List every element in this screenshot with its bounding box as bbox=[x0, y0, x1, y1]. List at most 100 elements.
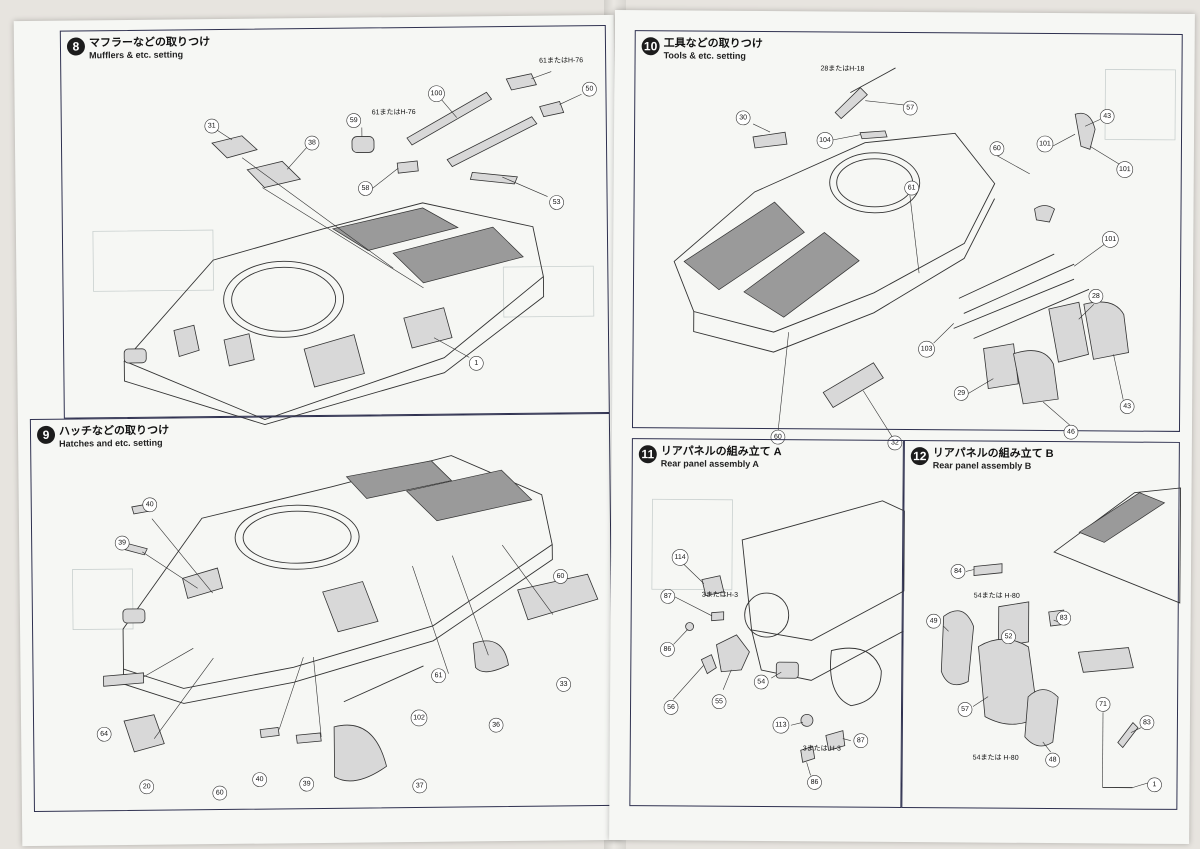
svg-text:49: 49 bbox=[930, 618, 938, 625]
svg-text:36: 36 bbox=[492, 722, 500, 729]
part-callout: 46 bbox=[1063, 424, 1079, 440]
svg-text:100: 100 bbox=[431, 90, 443, 97]
part-callout: 31 bbox=[204, 118, 220, 134]
part-callout: 60 bbox=[770, 429, 786, 445]
svg-text:60: 60 bbox=[993, 145, 1001, 152]
step-11-note-b: 3または H-3 bbox=[803, 744, 841, 752]
svg-text:60: 60 bbox=[774, 434, 782, 441]
svg-text:86: 86 bbox=[811, 779, 819, 786]
step-8-note-a: 61またはH-76 bbox=[372, 108, 416, 116]
part-callout: 100 bbox=[428, 85, 445, 103]
part-callout: 30 bbox=[735, 110, 751, 126]
part-callout: 56 bbox=[663, 700, 679, 715]
part-callout: 50 bbox=[582, 81, 597, 97]
part-callout: 53 bbox=[549, 195, 564, 210]
svg-text:64: 64 bbox=[100, 731, 108, 738]
step-12-note-b: 54または H-80 bbox=[973, 754, 1019, 762]
step-12-diagram: 54または H-80 54または H-80 84 49 52 83 57 48 … bbox=[926, 487, 1182, 793]
svg-text:58: 58 bbox=[362, 185, 370, 192]
svg-text:52: 52 bbox=[1005, 633, 1013, 640]
step-8-note-b: 61またはH-76 bbox=[539, 56, 583, 64]
step-10-note: 28またはH-18 bbox=[820, 64, 864, 72]
svg-text:48: 48 bbox=[1049, 757, 1057, 764]
step-12-note-a: 54または H-80 bbox=[974, 592, 1020, 600]
part-callout: 55 bbox=[711, 694, 727, 710]
part-callout: 102 bbox=[410, 709, 428, 727]
part-callout: 60 bbox=[989, 141, 1005, 156]
part-callout: 101 bbox=[1102, 231, 1119, 248]
part-callout: 28 bbox=[1088, 289, 1104, 304]
part-callout: 59 bbox=[346, 113, 362, 128]
svg-text:60: 60 bbox=[216, 790, 224, 797]
svg-text:83: 83 bbox=[1143, 719, 1151, 726]
svg-text:61: 61 bbox=[435, 672, 443, 679]
part-callout: 101 bbox=[1036, 135, 1054, 153]
part-callout: 87 bbox=[853, 733, 869, 749]
svg-text:87: 87 bbox=[857, 737, 865, 744]
part-callout: 86 bbox=[660, 642, 675, 657]
svg-text:71: 71 bbox=[1099, 701, 1107, 708]
part-callout: 49 bbox=[926, 613, 941, 629]
part-callout: 113 bbox=[772, 716, 790, 734]
step-8-panel: 8 マフラーなどの取りつけ Mufflers & etc. setting bbox=[59, 24, 610, 426]
step-9-diagram: 40 39 64 20 60 40 39 61 102 36 37 33 60 bbox=[72, 455, 599, 801]
svg-text:40: 40 bbox=[146, 501, 154, 508]
svg-text:59: 59 bbox=[350, 117, 358, 124]
step-10-panel: 10 工具などの取りつけ Tools & etc. setting bbox=[631, 30, 1183, 451]
part-callout: 39 bbox=[299, 776, 315, 792]
svg-text:104: 104 bbox=[819, 137, 831, 144]
part-callout: 32 bbox=[887, 435, 903, 451]
part-callout: 48 bbox=[1045, 752, 1060, 768]
svg-text:84: 84 bbox=[954, 568, 962, 575]
part-callout: 43 bbox=[1119, 399, 1135, 414]
right-instruction-page: 10 工具などの取りつけ Tools & etc. setting bbox=[609, 9, 1195, 845]
svg-text:83: 83 bbox=[1060, 615, 1068, 622]
step-12-panel: 12 リアパネルの組み立て B Rear panel assembly B bbox=[901, 440, 1182, 810]
part-callout: 20 bbox=[139, 779, 155, 795]
step-9-panel: 9 ハッチなどの取りつけ Hatches and etc. setting bbox=[29, 412, 614, 812]
part-callout: 52 bbox=[1001, 629, 1016, 645]
svg-text:50: 50 bbox=[586, 86, 594, 93]
svg-text:113: 113 bbox=[775, 722, 786, 729]
svg-text:46: 46 bbox=[1067, 429, 1075, 436]
part-callout: 86 bbox=[807, 775, 822, 790]
part-callout: 60 bbox=[553, 569, 568, 584]
svg-text:28: 28 bbox=[1092, 293, 1100, 300]
left-instruction-page: 8 マフラーなどの取りつけ Mufflers & etc. setting bbox=[13, 14, 623, 847]
svg-text:57: 57 bbox=[906, 105, 914, 112]
svg-text:37: 37 bbox=[416, 782, 424, 789]
step-11-panel: 11 リアパネルの組み立て A Rear panel assembly A 3ま… bbox=[629, 438, 905, 809]
svg-text:56: 56 bbox=[667, 704, 675, 711]
part-callout: 40 bbox=[142, 497, 158, 513]
svg-text:40: 40 bbox=[256, 776, 264, 783]
part-callout: 1 bbox=[469, 356, 484, 371]
svg-text:32: 32 bbox=[891, 439, 899, 446]
part-callout: 103 bbox=[918, 340, 935, 358]
svg-text:60: 60 bbox=[557, 573, 565, 580]
part-callout: 1 bbox=[1147, 777, 1162, 793]
part-callout: 83 bbox=[1139, 715, 1155, 731]
part-callout: 40 bbox=[252, 772, 267, 787]
svg-text:55: 55 bbox=[715, 698, 723, 705]
step-10-diagram: 28またはH-18 57 104 30 60 61 101 103 29 46 … bbox=[673, 64, 1176, 451]
part-callout: 61 bbox=[431, 668, 446, 684]
svg-text:102: 102 bbox=[413, 714, 425, 721]
part-callout: 33 bbox=[556, 677, 571, 692]
part-callout: 58 bbox=[358, 181, 373, 196]
part-callout: 57 bbox=[902, 100, 918, 116]
part-callout: 71 bbox=[1095, 697, 1111, 712]
part-callout: 39 bbox=[114, 535, 130, 551]
part-callout: 114 bbox=[671, 549, 689, 566]
svg-text:20: 20 bbox=[143, 783, 151, 790]
svg-text:57: 57 bbox=[961, 706, 969, 713]
svg-text:43: 43 bbox=[1123, 403, 1131, 410]
svg-text:61: 61 bbox=[908, 185, 916, 192]
svg-text:54: 54 bbox=[757, 678, 765, 685]
svg-text:43: 43 bbox=[1103, 113, 1111, 120]
part-callout: 84 bbox=[950, 564, 966, 579]
part-callout: 57 bbox=[957, 702, 973, 717]
step-8-diagram: 61またはH-76 61またはH-76 31 38 59 58 100 50 5… bbox=[92, 56, 597, 426]
svg-text:103: 103 bbox=[921, 346, 933, 353]
part-callout: 61 bbox=[904, 180, 919, 196]
part-callout: 101 bbox=[1116, 161, 1134, 178]
